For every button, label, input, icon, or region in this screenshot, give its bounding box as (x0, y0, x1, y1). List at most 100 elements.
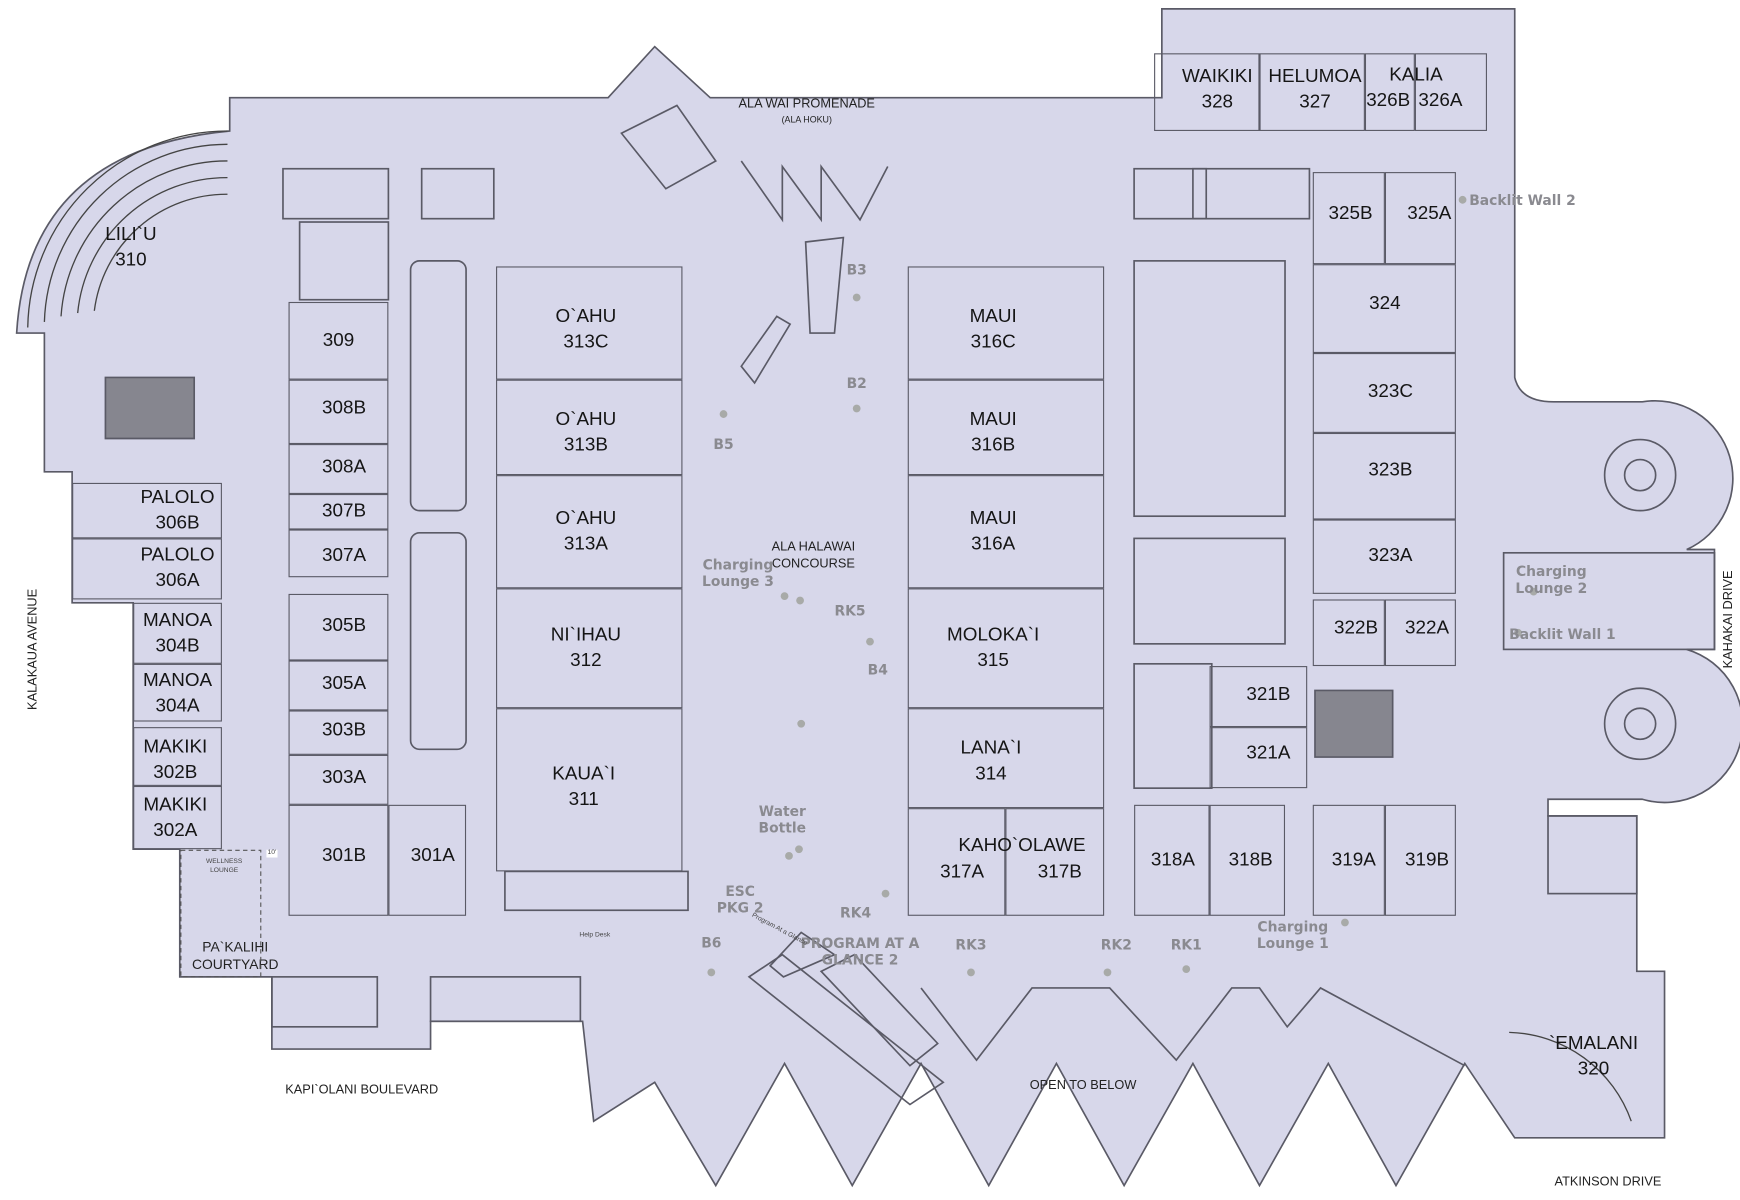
room-number: 313A (563, 532, 608, 554)
room-326[interactable]: KALIA (1389, 62, 1442, 88)
room-outline (1005, 808, 1105, 916)
room-number: 306B (155, 511, 200, 533)
room-321a[interactable]: 321A (1246, 740, 1290, 766)
room-outline (496, 708, 683, 872)
room-325a[interactable]: 325A (1407, 200, 1451, 226)
room-323a[interactable]: 323A (1368, 542, 1412, 568)
room-name: PALOLO (140, 543, 215, 566)
room-325b[interactable]: 325B (1328, 200, 1372, 226)
marker-rk2: RK2 (1100, 936, 1132, 954)
location-marker-icon (852, 404, 861, 413)
room-outline (1384, 599, 1456, 667)
room-317b[interactable]: 317B (1038, 859, 1082, 885)
room-number: 317B (1037, 860, 1082, 882)
marker-bw1: Backlit Wall 1 (1509, 625, 1616, 643)
room-302a[interactable]: MAKIKI 302A (143, 791, 207, 842)
room-outline (1364, 53, 1415, 131)
room-number: 321A (1246, 742, 1291, 764)
room-number: 309 (322, 329, 355, 351)
room-301a[interactable]: 301A (411, 842, 455, 868)
room-308a[interactable]: 308A (322, 453, 366, 479)
room-outline (907, 708, 1105, 809)
room-307a[interactable]: 307A (322, 542, 366, 568)
auditorium-seating (27, 130, 1632, 1122)
room-303b[interactable]: 303B (322, 717, 366, 743)
room-317[interactable]: KAHO`OLAWE (958, 832, 1085, 858)
room-318a[interactable]: 318A (1151, 846, 1195, 872)
floor-area (15, 8, 1740, 1188)
clearance-label: 10' (266, 849, 278, 858)
room-outline (72, 538, 222, 600)
room-outline (1209, 666, 1308, 728)
location-marker-icon (881, 889, 890, 898)
location-marker-icon (852, 293, 861, 302)
room-outline (1312, 804, 1385, 916)
room-326b[interactable]: 326B (1366, 87, 1410, 113)
courtyard-label-line2: COURTYARD (191, 956, 279, 973)
marker-rk5: RK5 (834, 602, 866, 619)
room-323c[interactable]: 323C (1368, 378, 1413, 404)
room-318b[interactable]: 318B (1229, 846, 1273, 872)
location-marker-icon (795, 845, 803, 854)
room-number: 304A (155, 694, 200, 717)
room-322a[interactable]: 322A (1405, 614, 1449, 640)
location-marker-icon (1529, 587, 1538, 596)
room-317a[interactable]: 317A (940, 859, 984, 885)
room-324[interactable]: 324 (1369, 290, 1400, 316)
room-319b[interactable]: 319B (1405, 846, 1449, 872)
room-323b[interactable]: 323B (1368, 457, 1412, 483)
room-number: 302A (153, 819, 198, 841)
room-number: 323B (1368, 459, 1413, 481)
room-number: 305A (321, 672, 367, 694)
room-name: MANOA (142, 609, 213, 631)
room-326a[interactable]: 326A (1418, 87, 1462, 113)
room-outline (288, 529, 389, 578)
location-marker-icon (1458, 195, 1467, 204)
room-309[interactable]: 309 (323, 327, 354, 353)
location-marker-icon (866, 637, 874, 646)
room-305b[interactable]: 305B (322, 612, 366, 638)
room-name: MAKIKI (143, 793, 208, 815)
marker-b4: B4 (867, 661, 888, 678)
room-303a[interactable]: 303A (322, 764, 366, 790)
room-321b[interactable]: 321B (1246, 681, 1290, 707)
room-number: 326A (1418, 89, 1463, 111)
room-number: 307B (321, 500, 367, 522)
room-number: 327 (1299, 91, 1331, 113)
room-301b[interactable]: 301B (322, 842, 366, 868)
room-number: 316A (971, 532, 1016, 554)
room-outline (133, 785, 222, 850)
room-319a[interactable]: 319A (1332, 846, 1376, 872)
room-outline (496, 379, 683, 476)
room-number: 313B (563, 434, 608, 456)
wellness-label-line2: LOUNGE (210, 867, 239, 875)
room-name: MAUI (969, 305, 1017, 327)
room-307b[interactable]: 307B (322, 498, 366, 524)
room-322b[interactable]: 322B (1334, 614, 1378, 640)
room-305a[interactable]: 305A (322, 670, 366, 696)
room-308b[interactable]: 308B (322, 395, 366, 421)
room-outline (1312, 519, 1456, 594)
room-outline (1134, 804, 1210, 916)
room-number: 316B (971, 434, 1016, 456)
room-number: 308A (321, 455, 367, 477)
